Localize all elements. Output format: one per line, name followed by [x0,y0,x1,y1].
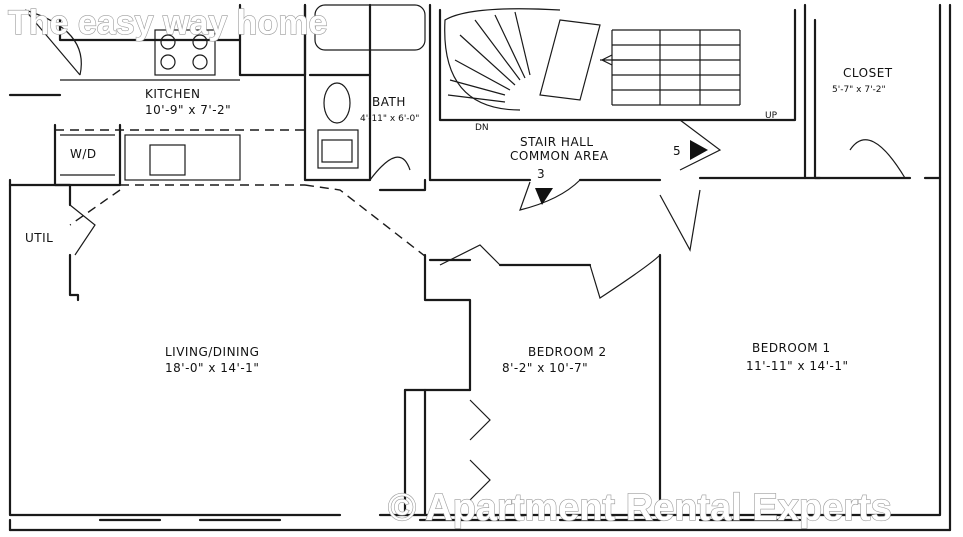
kitchen-fixtures [8,9,305,187]
bath-fixtures [314,4,426,181]
closet-door [849,139,906,179]
outer-walls [8,3,952,532]
stair [444,8,741,111]
stair-up-label: UP [765,111,778,121]
interior-walls [8,119,722,517]
kitchen-label: KITCHEN [145,87,201,101]
door-marker-5-label: 5 [673,144,681,158]
bath-label: BATH [372,95,406,109]
living-dining-label: LIVING/DINING [165,345,259,359]
room-labels: KITCHEN 10'-9" x 7'-2" BATH 4'-11" x 6'-… [25,66,893,375]
watermark-top: The easy way home [8,4,327,42]
bedroom-2-label: BEDROOM 2 [528,345,607,359]
stair-hall-label: STAIR HALL [520,135,594,149]
door-marker-3-label: 3 [537,167,545,181]
watermark-bottom: © Apartment Rental Experts [388,487,892,529]
kitchen-dims: 10'-9" x 7'-2" [145,103,231,117]
washer-dryer-label: W/D [70,147,97,161]
closet-dims: 5'-7" x 7'-2" [832,85,886,95]
bedroom-2-dims: 8'-2" x 10'-7" [502,361,588,375]
door-markers [535,140,708,205]
stair-down-label: DN [475,123,489,133]
util-label: UTIL [25,231,53,245]
upper-walls [238,3,942,192]
living-dining-dims: 18'-0" x 14'-1" [165,361,259,375]
stair-hall-sub: COMMON AREA [510,149,609,163]
closet-label: CLOSET [843,66,893,80]
bedroom-1-label: BEDROOM 1 [752,341,831,355]
bath-dims: 4'-11" x 6'-0" [360,114,419,124]
bedroom-1-dims: 11'-11" x 14'-1" [746,359,848,373]
